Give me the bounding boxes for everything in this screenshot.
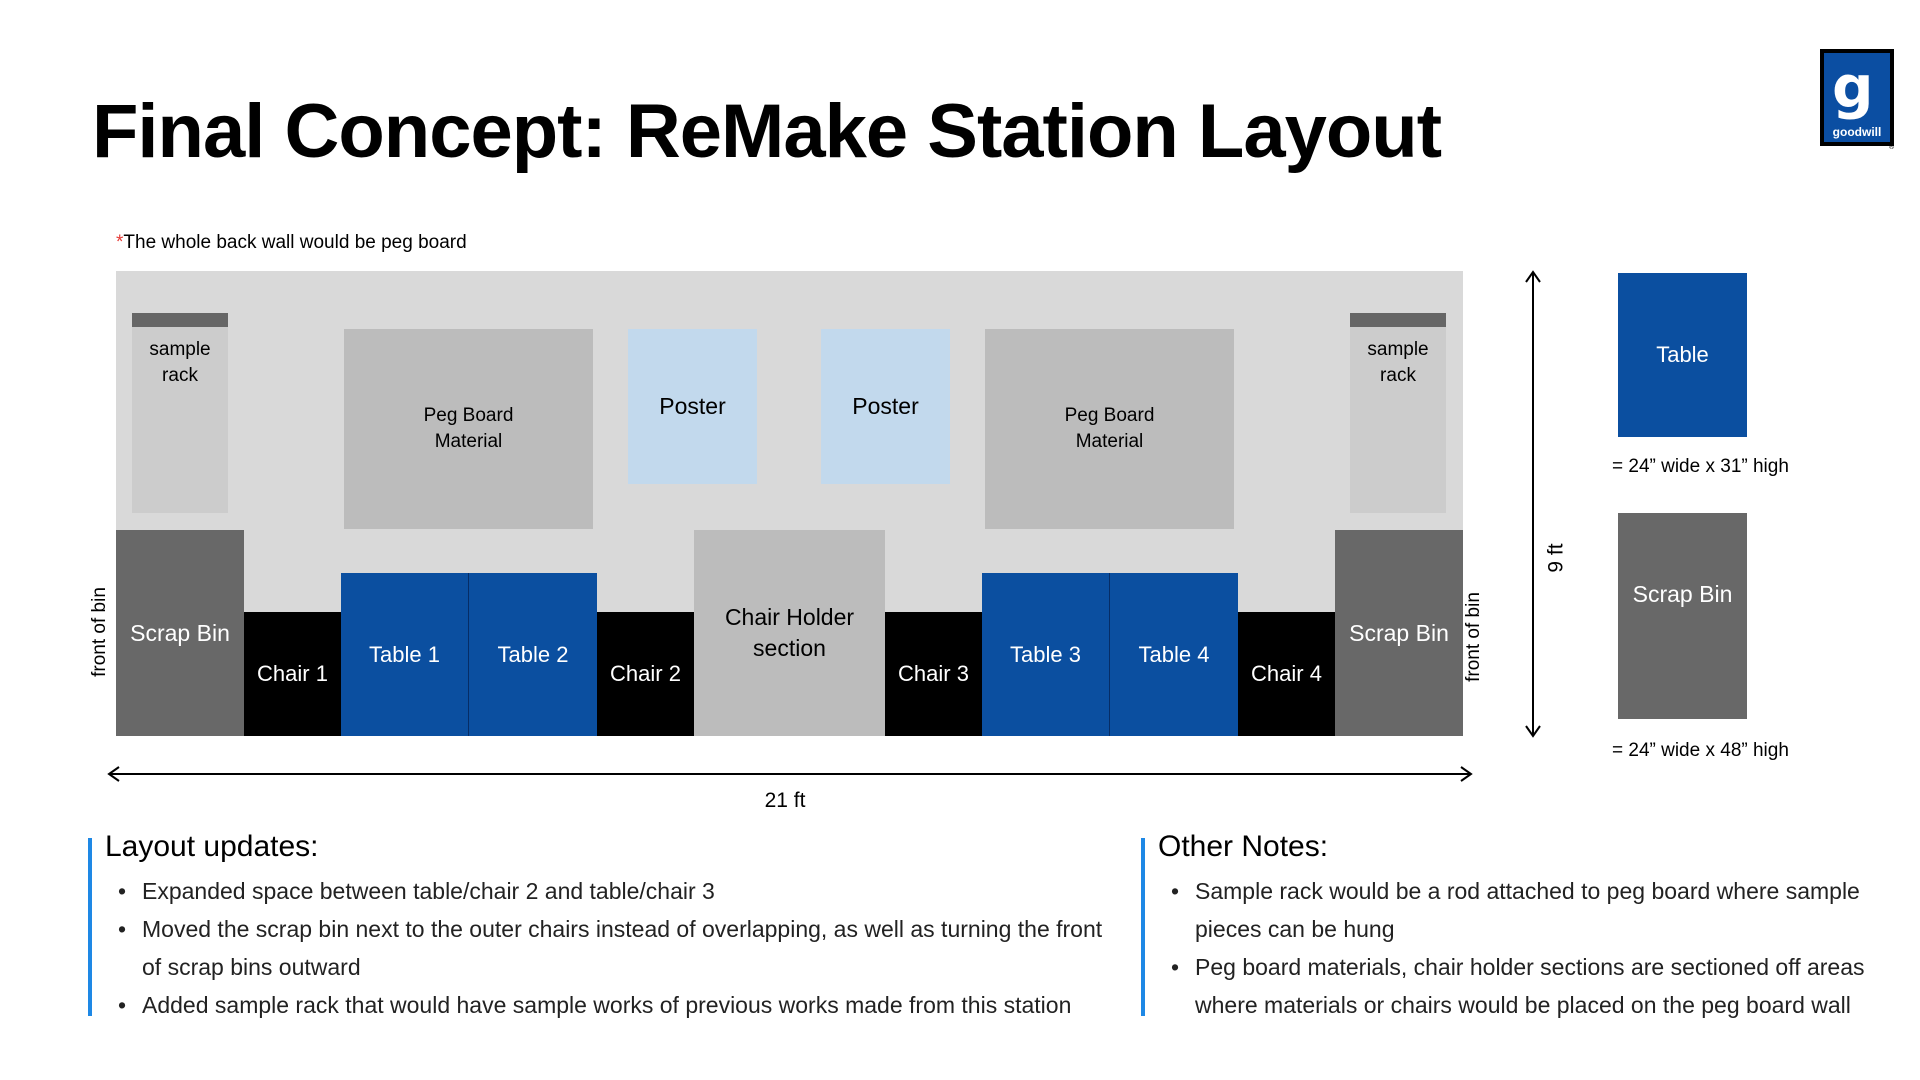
sample-rack-left: sample rack [132, 327, 228, 513]
legend-scrap-size: = 24” wide x 48” high [1612, 740, 1789, 761]
other-notes-list: Sample rack would be a rod attached to p… [1159, 872, 1899, 1024]
table-1-label: Table 1 [369, 641, 440, 667]
legend-scrap-label: Scrap Bin [1632, 581, 1733, 607]
chair-holder-section: Chair Holder section [694, 530, 885, 736]
scrap-bin-right-label: Scrap Bin [1349, 619, 1449, 646]
front-of-bin-right: front of bin [1463, 592, 1484, 682]
poster-left-label: Poster [659, 393, 726, 419]
table-3: Table 3 [982, 573, 1110, 736]
legend-table-label: Table [1656, 342, 1709, 367]
table-4: Table 4 [1110, 573, 1238, 736]
other-notes-heading: Other Notes: [1158, 830, 1329, 863]
chair-3: Chair 3 [885, 612, 982, 736]
layout-updates-accent-bar [88, 838, 92, 1016]
logo-wordmark: goodwill [1832, 125, 1882, 139]
table-2: Table 2 [469, 573, 597, 736]
peg-board-left-label: Peg Board Material [423, 405, 514, 452]
list-item: Expanded space between table/chair 2 and… [106, 872, 1116, 910]
table-3-label: Table 3 [1010, 641, 1081, 667]
list-item: Peg board materials, chair holder sectio… [1159, 948, 1899, 1024]
wall-note-text: The whole back wall would be peg board [123, 232, 467, 253]
page-title: Final Concept: ReMake Station Layout [92, 89, 1442, 174]
chair-2-label: Chair 2 [610, 661, 681, 686]
table-4-label: Table 4 [1138, 641, 1210, 667]
front-of-bin-left-wrap: front of bin [40, 587, 160, 677]
sample-rack-right-label: sample rack [1367, 339, 1429, 386]
width-dimension-arrow [107, 766, 1473, 782]
scrap-bin-right: Scrap Bin [1335, 530, 1463, 736]
other-notes-accent-bar [1141, 838, 1145, 1016]
sample-rack-right: sample rack [1350, 327, 1446, 513]
legend-table: Table [1618, 273, 1747, 437]
peg-board-material-right: Peg Board Material [985, 329, 1234, 529]
scrap-bin-left-label: Scrap Bin [130, 619, 230, 646]
scrap-bin-left: Scrap Bin [116, 530, 244, 736]
list-item: Moved the scrap bin next to the outer ch… [106, 910, 1116, 986]
peg-board-right-label: Peg Board Material [1064, 405, 1155, 452]
legend-scrap-bin: Scrap Bin [1618, 513, 1747, 719]
height-label-wrap: 9 ft [1522, 543, 1592, 573]
chair-4-label: Chair 4 [1251, 661, 1322, 686]
table-1: Table 1 [341, 573, 469, 736]
sample-rack-rod-left [132, 313, 228, 327]
peg-board-material-left: Peg Board Material [344, 329, 593, 529]
sample-rack-left-label: sample rack [149, 339, 211, 386]
list-item: Added sample rack that would have sample… [106, 986, 1116, 1024]
chair-2: Chair 2 [597, 612, 694, 736]
chair-1-label: Chair 1 [257, 661, 328, 686]
poster-right: Poster [821, 329, 950, 484]
front-of-bin-left: front of bin [89, 587, 110, 677]
registered-mark: ® [1889, 144, 1895, 151]
sample-rack-rod-right [1350, 313, 1446, 327]
height-label: 9 ft [1545, 543, 1568, 573]
chair-1: Chair 1 [244, 612, 341, 736]
goodwill-logo: g goodwill [1820, 49, 1894, 146]
layout-updates-heading: Layout updates: [105, 830, 319, 863]
front-of-bin-right-wrap: front of bin [1414, 592, 1534, 682]
layout-updates-list: Expanded space between table/chair 2 and… [106, 872, 1116, 1024]
poster-right-label: Poster [852, 393, 919, 419]
list-item: Sample rack would be a rod attached to p… [1159, 872, 1899, 948]
chair-3-label: Chair 3 [898, 661, 969, 686]
chair-holder-label: Chair Holder section [724, 604, 855, 661]
table-2-label: Table 2 [497, 641, 569, 667]
asterisk: * [116, 232, 124, 253]
width-label: 21 ft [764, 789, 806, 812]
chair-4: Chair 4 [1238, 612, 1335, 736]
legend-table-size: = 24” wide x 31” high [1612, 456, 1789, 477]
wall-note: *The whole back wall would be peg board [116, 232, 467, 254]
poster-left: Poster [628, 329, 757, 484]
height-dimension-arrow [1525, 270, 1541, 738]
goodwill-g-logo-icon: g [1832, 53, 1874, 121]
